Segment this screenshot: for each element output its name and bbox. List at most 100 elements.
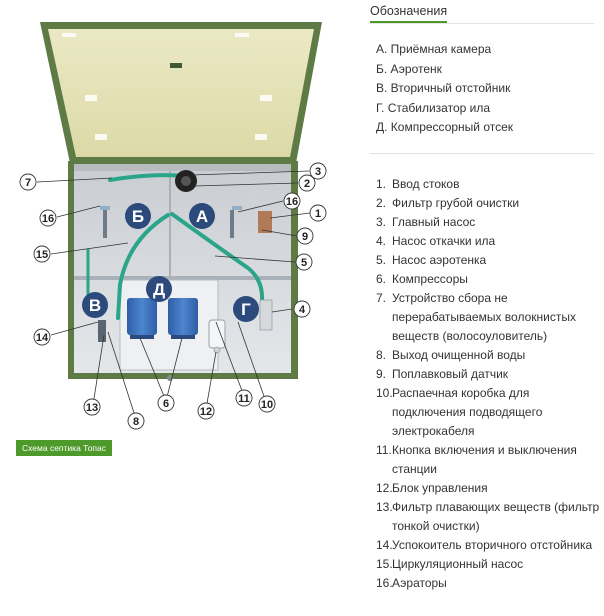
callout-13-number: 13	[86, 402, 98, 414]
callout-15: 15	[33, 245, 51, 263]
component-1-number: 1.	[376, 177, 387, 191]
callout-4-number: 4	[299, 304, 306, 316]
callout-7: 7	[19, 173, 37, 191]
component-13-label: Фильтр плавающих веществ (фильтр тонкой …	[392, 500, 600, 533]
callout-9: 9	[296, 227, 314, 245]
component-12-number: 12.	[376, 481, 393, 495]
component-item-13: 13.Фильтр плавающих веществ (фильтр тонк…	[376, 498, 600, 536]
callout-7-number: 7	[25, 177, 31, 189]
chamber-g-letter: Г	[241, 300, 251, 319]
chamber-list: А. Приёмная камера Б. Аэротенк В. Вторич…	[376, 40, 600, 138]
callout-3: 3	[309, 162, 327, 180]
component-item-1: 1. Ввод стоков	[376, 175, 600, 194]
chamber-v-marker: В	[82, 292, 108, 318]
housing-lid	[40, 22, 322, 163]
component-5-label: Насос аэротенка	[392, 253, 487, 267]
component-11-number: 11.	[376, 443, 392, 457]
chamber-item-a: А. Приёмная камера	[376, 42, 492, 56]
component-item-9: 9. Поплавковый датчик	[376, 365, 600, 384]
chamber-v-letter: В	[89, 296, 101, 315]
component-item-5: 5. Насос аэротенка	[376, 251, 600, 270]
callout-10: 10	[258, 395, 276, 413]
callout-12: 12	[197, 402, 215, 420]
component-item-14: 14.Успокоитель вторичного отстойника	[376, 536, 600, 555]
component-2-label: Фильтр грубой очистки	[392, 196, 520, 210]
chamber-g-marker: Г	[233, 296, 259, 322]
aerators	[103, 210, 234, 238]
chamber-item-d: Д. Компрессорный отсек	[376, 120, 514, 134]
callout-4: 4	[293, 300, 311, 318]
callout-9-number: 9	[302, 231, 308, 243]
component-4-label: Насос откачки ила	[392, 234, 496, 248]
legend-section-divider	[370, 153, 594, 154]
leader-lines	[36, 170, 311, 420]
chamber-a-letter: А	[196, 207, 208, 226]
component-13-number: 13.	[376, 500, 393, 514]
component-7-label: Устройство сбора не перерабатываемых вол…	[392, 291, 576, 343]
chamber-b-letter: Б	[132, 207, 144, 226]
component-15-label: Циркуляционный насос	[392, 557, 524, 571]
component-item-16: 16.Аэраторы	[376, 574, 600, 593]
callout-11-number: 11	[238, 393, 250, 405]
component-2-number: 2.	[376, 196, 387, 210]
component-item-3: 3.Главный насос	[376, 213, 600, 232]
component-6-label: Компрессоры	[392, 272, 468, 286]
component-9-number: 9.	[376, 367, 387, 381]
callout-5: 5	[295, 253, 313, 271]
component-6-number: 6.	[376, 272, 387, 286]
component-14-label: Успокоитель вторичного отстойника	[392, 538, 593, 552]
legend-title-divider	[370, 23, 594, 24]
component-list: 1. Ввод стоков 2. Фильтр грубой очистки 3.…	[376, 175, 600, 593]
chamber-d-marker: Д	[146, 276, 172, 302]
callout-8: 8	[127, 412, 145, 430]
component-15-number: 15.	[376, 557, 393, 571]
component-item-4: 4. Насос откачки ила	[376, 232, 600, 251]
component-5-number: 5.	[376, 253, 387, 267]
component-8-number: 8.	[376, 348, 387, 362]
main-pump	[175, 170, 197, 192]
callout-3-number: 3	[315, 166, 321, 178]
component-item-10: 10.Распаечная коробка для подключения по…	[376, 384, 600, 441]
chamber-item-b: Б. Аэротенк	[376, 61, 442, 76]
legend-title: Обозначения	[370, 4, 448, 23]
settler-parts	[98, 299, 273, 342]
component-item-6: 6. Компрессоры	[376, 270, 600, 289]
callout-5-number: 5	[301, 257, 307, 269]
septic-tank-diagram: А Б В Г Д 1 2 3 4 5 6	[19, 22, 327, 430]
callout-12-number: 12	[200, 406, 212, 418]
callout-14: 14	[33, 328, 51, 346]
chamber-d-letter: Д	[153, 280, 165, 299]
callout-16-left: 16	[39, 209, 57, 227]
component-8-label: Выход очищенной воды	[392, 348, 526, 362]
component-item-2: 2. Фильтр грубой очистки	[376, 194, 600, 213]
callout-16-right: 16	[283, 192, 301, 210]
callout-13: 13	[83, 398, 101, 416]
component-3-label: Главный насос	[392, 215, 476, 229]
callout-6-number: 6	[163, 398, 169, 410]
control-block	[208, 319, 226, 354]
component-item-11: 11.Кнопка включения и выключения станции	[376, 441, 600, 479]
component-item-12: 12.Блок управления	[376, 479, 600, 498]
callout-14-number: 14	[36, 332, 49, 344]
callout-11: 11	[235, 389, 253, 407]
callout-16-right-number: 16	[286, 196, 298, 208]
chamber-b-marker: Б	[125, 203, 151, 229]
component-14-number: 14.	[376, 538, 393, 552]
component-16-label: Аэраторы	[392, 576, 447, 590]
component-4-number: 4.	[376, 234, 387, 248]
housing-body	[68, 161, 298, 381]
component-item-15: 15.Циркуляционный насос	[376, 555, 600, 574]
component-item-7: 7.Устройство сбора не перерабатываемых в…	[376, 289, 600, 346]
component-10-number: 10.	[376, 386, 393, 400]
callout-1: 1	[309, 204, 327, 222]
component-9-label: Поплавковый датчик	[392, 367, 509, 381]
component-1-label: Ввод стоков	[392, 177, 460, 191]
component-16-number: 16.	[376, 576, 393, 590]
component-12-label: Блок управления	[392, 481, 488, 495]
callout-16-left-number: 16	[42, 213, 54, 225]
chamber-item-g: Г. Стабилизатор ила	[376, 100, 491, 115]
diagram-caption-badge: Схема септика Топас	[16, 440, 113, 456]
component-11-label: Кнопка включения и выключения станции	[392, 443, 577, 476]
compressors	[127, 298, 198, 339]
callout-2-number: 2	[304, 178, 310, 190]
